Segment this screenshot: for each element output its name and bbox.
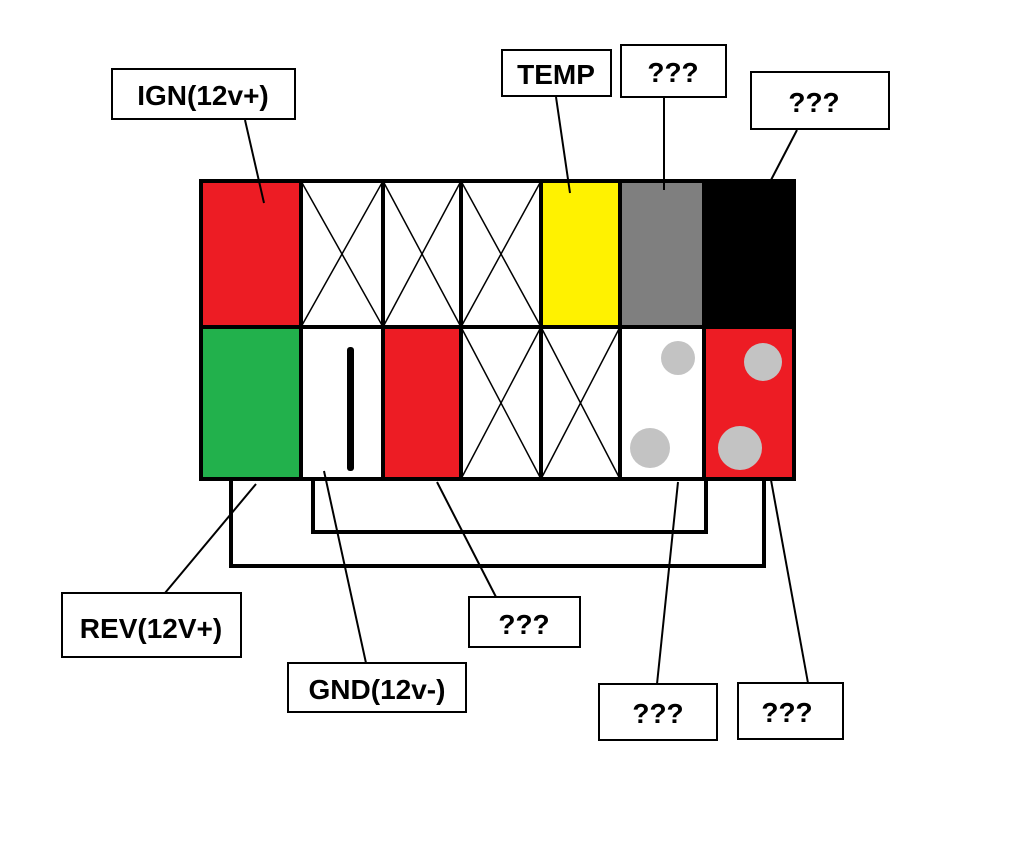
pin-dot <box>630 428 670 468</box>
label-gnd: GND(12v-) <box>287 662 467 713</box>
pin-gnd-white <box>301 327 383 479</box>
label-temp-text: TEMP <box>517 59 595 90</box>
label-top-q1-text: ??? <box>647 57 698 88</box>
label-bot-q2: ??? <box>598 683 718 741</box>
pin-dot <box>744 343 782 381</box>
gnd-pin-bar <box>347 347 354 471</box>
leader-lines <box>164 96 809 685</box>
label-top-q2: ??? <box>750 71 890 130</box>
label-bot-q3: ??? <box>737 682 844 740</box>
pin-temp-yellow <box>541 181 620 327</box>
label-temp: TEMP <box>501 49 612 97</box>
bridge-wire-inner <box>311 479 708 534</box>
connector-grid <box>199 179 796 481</box>
pin-dot <box>718 426 762 470</box>
pin-gray <box>620 181 704 327</box>
leader-ign <box>244 119 265 204</box>
bridge-wires <box>229 479 766 568</box>
label-rev: REV(12V+) <box>61 592 242 658</box>
label-rev-text: REV(12V+) <box>80 613 222 644</box>
leader-temp <box>555 96 571 194</box>
leader-rev <box>164 483 257 594</box>
label-bot-q3-text: ??? <box>761 697 812 728</box>
label-bot-q1: ??? <box>468 596 581 648</box>
label-gnd-text: GND(12v-) <box>309 674 446 705</box>
label-ign: IGN(12v+) <box>111 68 296 120</box>
pin-red <box>383 327 461 479</box>
leader-bot-q2 <box>656 481 679 685</box>
pin-ign-red <box>201 181 301 327</box>
pin-rev-green <box>201 327 301 479</box>
leader-top-q2 <box>770 129 798 181</box>
bridge-wire-outer <box>229 479 766 568</box>
label-top-q1: ??? <box>620 44 727 98</box>
leader-gnd <box>323 470 367 664</box>
pin-dots <box>630 341 782 470</box>
label-ign-text: IGN(12v+) <box>137 80 269 111</box>
empty-pin-x-marks <box>300 180 621 480</box>
label-top-q2-text: ??? <box>788 87 839 118</box>
pin-black <box>704 181 794 327</box>
leader-bot-q1 <box>436 481 497 598</box>
pin-dot <box>661 341 695 375</box>
label-bot-q1-text: ??? <box>498 609 549 640</box>
label-bot-q2-text: ??? <box>632 698 683 729</box>
leader-bot-q3 <box>770 479 809 684</box>
